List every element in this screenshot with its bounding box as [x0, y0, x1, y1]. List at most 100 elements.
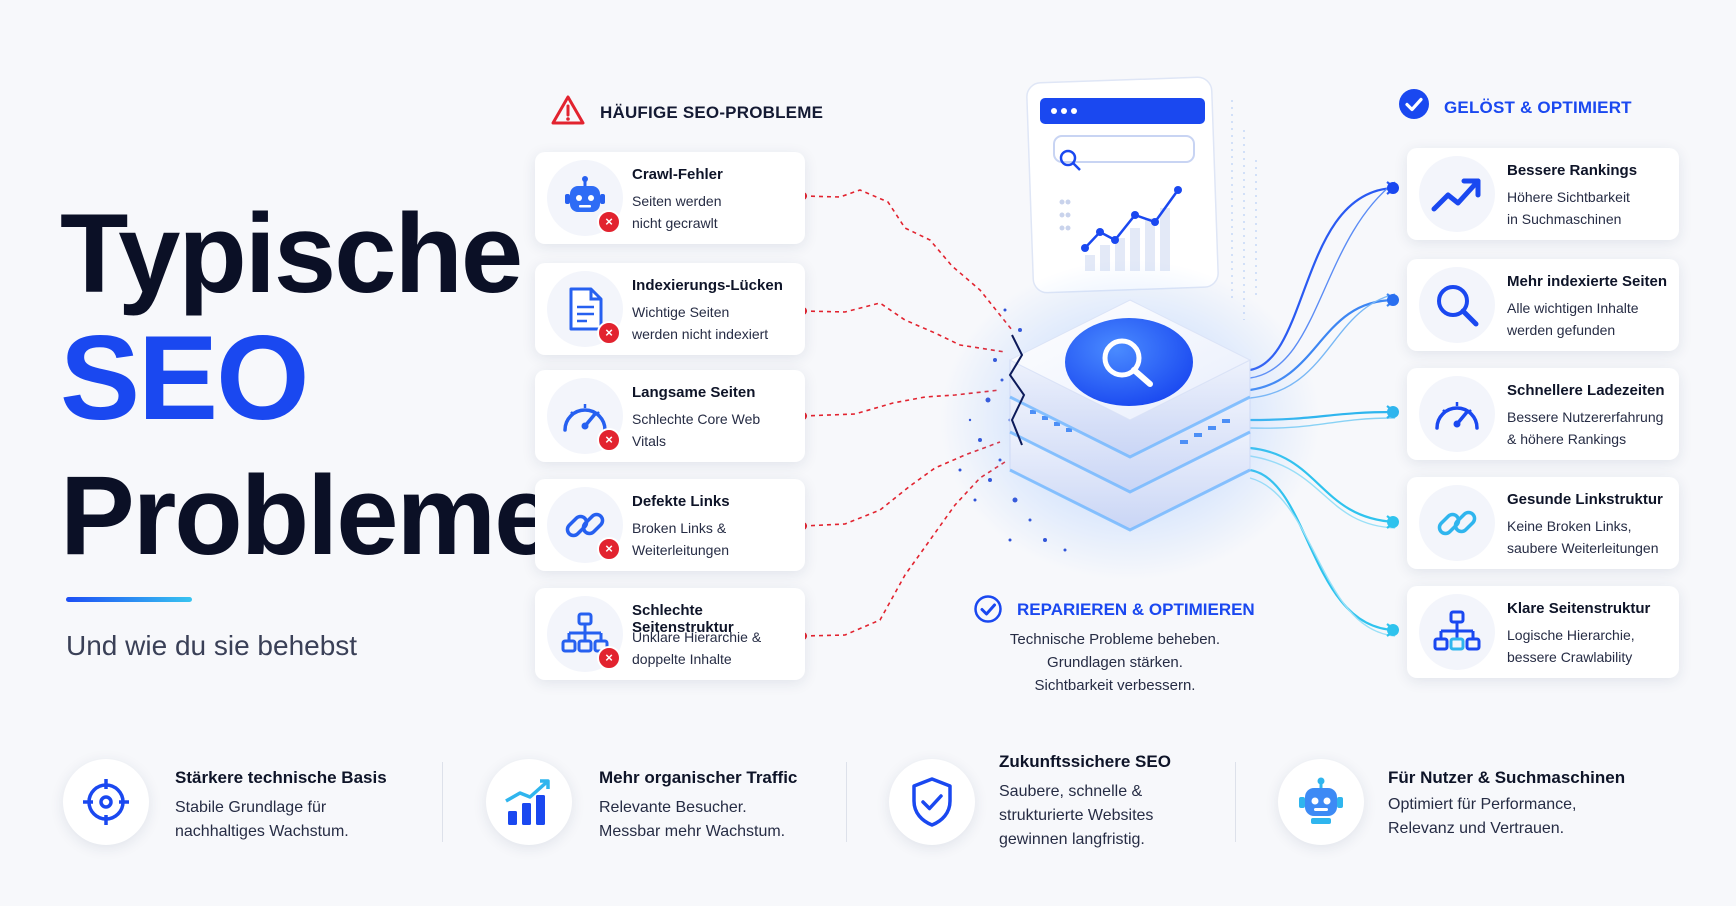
problem-title: Indexierungs-Lücken — [632, 277, 783, 294]
problem-card-indexing-gaps: × Indexierungs-Lücken Wichtige Seiten we… — [535, 263, 805, 355]
problem-description: Broken Links & Weiterleitungen — [632, 517, 800, 561]
benefit-desc-line: Relevanz und Vertrauen. — [1388, 820, 1565, 837]
benefit-description: Stabile Grundlage für nachhaltiges Wachs… — [175, 796, 405, 844]
error-badge-icon: × — [597, 646, 621, 670]
link-icon: × — [547, 487, 623, 563]
problem-title: Defekte Links — [632, 493, 730, 510]
problem-desc-line: Seiten werden — [632, 193, 722, 209]
problem-description: Unklare Hierarchie & doppelte Inhalte — [632, 626, 800, 670]
repair-heading: REPARIEREN & OPTIMIEREN — [1017, 600, 1255, 619]
search-icon — [1419, 267, 1495, 343]
solved-desc-line: Höhere Sichtbarkeit — [1507, 189, 1630, 205]
solved-desc-line: werden gefunden — [1507, 322, 1616, 338]
robot-icon — [1278, 759, 1364, 845]
problem-desc-line: Broken Links & — [632, 520, 727, 536]
trend-up-icon — [1419, 156, 1495, 232]
bar-chart-icon — [486, 759, 572, 845]
solved-description: Alle wichtigen Inhalte werden gefunden — [1507, 297, 1677, 341]
robot-icon: × — [547, 160, 623, 236]
shield-check-icon — [889, 759, 975, 845]
solved-desc-line: Keine Broken Links, — [1507, 518, 1632, 534]
bottom-divider — [442, 762, 443, 842]
problem-desc-line: nicht gecrawlt — [632, 215, 718, 231]
hero-title-line3: Probleme — [60, 453, 556, 578]
benefit-desc-line: Saubere, schnelle & — [999, 783, 1143, 800]
solved-card-site-structure: Klare Seitenstruktur Logische Hierarchie… — [1407, 586, 1679, 678]
problem-title: Schlechte Seitenstruktur — [632, 602, 734, 636]
error-badge-icon: × — [597, 321, 621, 345]
problem-title: Langsame Seiten — [632, 384, 756, 401]
document-icon: × — [547, 271, 623, 347]
problem-description: Wichtige Seiten werden nicht indexiert — [632, 301, 800, 345]
solved-title: Mehr indexierte Seiten — [1507, 273, 1668, 290]
bottom-divider — [1235, 762, 1236, 842]
solved-card-load-times: Schnellere Ladezeiten Bessere Nutzererfa… — [1407, 368, 1679, 460]
solved-description: Logische Hierarchie, bessere Crawlabilit… — [1507, 624, 1677, 668]
solved-title: Klare Seitenstruktur — [1507, 600, 1651, 617]
benefit-desc-line: gewinnen langfristig. — [999, 831, 1145, 848]
error-badge-icon: × — [597, 428, 621, 452]
solved-desc-line: in Suchmaschinen — [1507, 211, 1622, 227]
problem-title: Crawl-Fehler — [632, 166, 723, 183]
problem-card-broken-links: × Defekte Links Broken Links & Weiterlei… — [535, 479, 805, 571]
solved-description: Bessere Nutzererfahrung & höhere Ranking… — [1507, 406, 1677, 450]
problem-desc-line: Weiterleitungen — [632, 542, 730, 558]
link-icon — [1419, 485, 1495, 561]
benefit-title: Zukunftssichere SEO — [999, 752, 1171, 771]
benefit-title: Für Nutzer & Suchmaschinen — [1388, 768, 1626, 787]
bottom-divider — [846, 762, 847, 842]
problem-desc-line: Unklare Hierarchie & — [632, 629, 762, 645]
problem-card-poor-structure: × Schlechte Seitenstruktur Unklare Hiera… — [535, 588, 805, 680]
solved-description: Keine Broken Links, saubere Weiterleitun… — [1507, 515, 1677, 559]
repair-line: Sichtbarkeit verbessern. — [1034, 677, 1196, 694]
solved-card-rankings: Bessere Rankings Höhere Sichtbarkeit in … — [1407, 148, 1679, 240]
solved-description: Höhere Sichtbarkeit in Suchmaschinen — [1507, 186, 1677, 230]
warning-triangle-icon — [551, 95, 585, 125]
speedometer-icon — [1419, 376, 1495, 452]
solved-card-indexed-pages: Mehr indexierte Seiten Alle wichtigen In… — [1407, 259, 1679, 351]
problems-heading: HÄUFIGE SEO-PROBLEME — [600, 103, 824, 122]
benefit-desc-line: strukturierte Websites — [999, 807, 1154, 824]
benefit-desc-line: nachhaltiges Wachstum. — [175, 823, 349, 840]
problem-desc-line: doppelte Inhalte — [632, 651, 732, 667]
problem-description: Seiten werden nicht gecrawlt — [632, 190, 800, 234]
repair-line: Technische Probleme beheben. — [1009, 631, 1221, 648]
benefit-title: Mehr organischer Traffic — [599, 768, 798, 787]
solved-desc-line: Alle wichtigen Inhalte — [1507, 300, 1639, 316]
benefit-title: Stärkere technische Basis — [175, 768, 387, 787]
solved-card-link-structure: Gesunde Linkstruktur Keine Broken Links,… — [1407, 477, 1679, 569]
check-circle-icon — [1399, 89, 1429, 119]
solved-desc-line: bessere Crawlability — [1507, 649, 1633, 665]
server-cube — [940, 260, 1320, 580]
check-circle-icon — [974, 595, 1002, 623]
target-icon — [63, 759, 149, 845]
solved-desc-line: saubere Weiterleitungen — [1507, 540, 1659, 556]
sitemap-icon: × — [547, 596, 623, 672]
error-badge-icon: × — [597, 537, 621, 561]
hero-subtitle: Und wie du sie behebst — [66, 630, 358, 661]
sparkle-lines — [1231, 100, 1257, 320]
browser-panel — [1026, 76, 1219, 294]
benefit-desc-line: Messbar mehr Wachstum. — [599, 823, 786, 840]
solved-heading: GELÖST & OPTIMIERT — [1444, 98, 1632, 117]
benefit-desc-line: Optimiert für Performance, — [1388, 796, 1577, 813]
problem-desc-line: werden nicht indexiert — [632, 326, 769, 342]
solution-connector-dots — [1387, 182, 1399, 636]
solved-desc-line: Logische Hierarchie, — [1507, 627, 1635, 643]
speedometer-icon: × — [547, 378, 623, 454]
benefit-description: Saubere, schnelle & strukturierte Websit… — [999, 780, 1229, 852]
hero-title-line2: SEO — [60, 311, 309, 445]
solved-title: Bessere Rankings — [1507, 162, 1638, 179]
repair-line: Grundlagen stärken. — [1047, 654, 1183, 671]
hero-accent-bar — [66, 597, 192, 602]
solved-title: Gesunde Linkstruktur — [1507, 491, 1663, 508]
hero-title-line1: Typische — [60, 191, 523, 316]
problem-card-crawl-errors: × Crawl-Fehler Seiten werden nicht gecra… — [535, 152, 805, 244]
solved-desc-line: & höhere Rankings — [1507, 431, 1627, 447]
problem-desc-line: Vitals — [632, 433, 666, 449]
problem-description: Schlechte Core Web Vitals — [632, 408, 800, 452]
solved-title: Schnellere Ladezeiten — [1507, 382, 1665, 399]
benefit-desc-line: Stabile Grundlage für — [175, 799, 327, 816]
sitemap-icon — [1419, 594, 1495, 670]
